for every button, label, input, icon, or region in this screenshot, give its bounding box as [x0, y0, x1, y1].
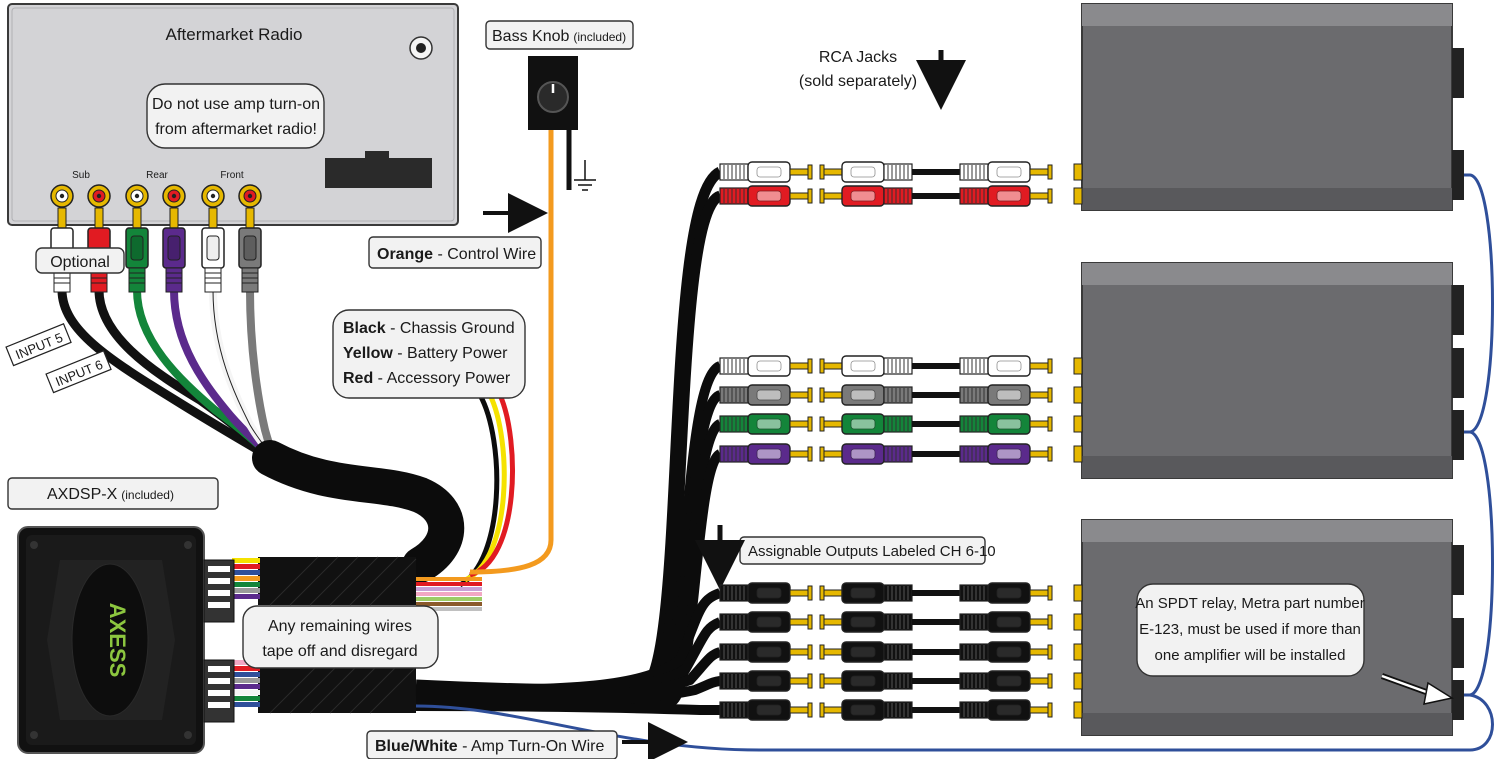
turn-on-callout: Blue/White - Amp Turn-On Wire [366, 730, 618, 759]
rca-cable-row [719, 611, 1083, 633]
rca-cable-row [719, 185, 1083, 207]
ground-icon [574, 160, 596, 191]
axdsp-device: AXDSP-X(included) AXESS [7, 477, 235, 754]
group-label-front: Front [220, 170, 244, 181]
remaining-line1: Any remaining wires [268, 618, 412, 635]
remaining-wires-callout: Any remaining wires tape off and disrega… [242, 605, 439, 669]
power-red-label: Red - Accessory Power [343, 370, 511, 387]
remaining-line2: tape off and disregard [262, 643, 417, 660]
rca-cable-row [719, 355, 1083, 377]
assignable-callout: Assignable Outputs Labeled CH 6-10 [695, 525, 996, 590]
rca-jacks-line1: RCA Jacks [819, 49, 897, 66]
rca-jacks-label: RCA Jacks (sold separately) [799, 49, 966, 110]
relay-callout: An SPDT relay, Metra part number E-123, … [1135, 583, 1365, 677]
input5-tag: INPUT 5 [5, 323, 72, 367]
main-harness [232, 130, 724, 715]
amplifier-2 [1081, 262, 1464, 479]
relay-line1: An SPDT relay, Metra part number [1135, 595, 1365, 612]
optional-tag: Optional [35, 247, 125, 274]
radio-connector-icon [325, 158, 432, 188]
input-rca-cables [50, 207, 279, 464]
radio-rca-jacks [50, 184, 262, 208]
radio-warning-line2: from aftermarket radio! [155, 121, 317, 138]
rca-cable-row [719, 670, 1083, 692]
bass-knob-label: Bass Knob(included) [492, 28, 626, 45]
rca-cable-row [719, 582, 1083, 604]
rca-cable-row [719, 443, 1083, 465]
upper-harness-wires [232, 558, 482, 611]
orange-wire-label: Orange - Control Wire [377, 246, 536, 263]
orange-wire-callout: Orange - Control Wire [368, 236, 542, 269]
assignable-label: Assignable Outputs Labeled CH 6-10 [748, 543, 996, 560]
rca-cable-row [719, 413, 1083, 435]
power-yellow-label: Yellow - Battery Power [343, 345, 508, 362]
rca-connector-rows [719, 161, 1083, 721]
group-label-rear: Rear [146, 170, 168, 181]
radio-warning-line1: Do not use amp turn-on [152, 96, 320, 113]
relay-line3: one amplifier will be installed [1155, 647, 1346, 664]
amplifier-1 [1081, 3, 1464, 211]
axess-logo: AXESS [105, 603, 130, 678]
input6-tag: INPUT 6 [45, 350, 112, 394]
rca-cable-row [719, 161, 1083, 183]
rca-cable-row [719, 384, 1083, 406]
radio-title: Aftermarket Radio [166, 25, 303, 44]
axdsp-label: AXDSP-X(included) [47, 486, 174, 503]
rca-jacks-line2: (sold separately) [799, 73, 917, 90]
rca-cable-row [719, 641, 1083, 663]
radio-warning-callout: Do not use amp turn-on from aftermarket … [146, 83, 325, 149]
relay-arrow-icon [1423, 681, 1454, 705]
group-label-sub: Sub [72, 170, 90, 181]
bass-knob: Bass Knob(included) [485, 20, 634, 191]
power-wires-callout: Black - Chassis Ground Yellow - Battery … [332, 309, 526, 399]
rca-cable-row [719, 699, 1083, 721]
power-black-label: Black - Chassis Ground [343, 320, 515, 337]
turn-on-label: Blue/White - Amp Turn-On Wire [375, 738, 604, 755]
optional-label: Optional [50, 254, 110, 271]
blue-turn-on-wire [415, 173, 1494, 752]
relay-line2: E-123, must be used if more than [1139, 621, 1361, 638]
aftermarket-radio: Aftermarket Radio Do not use amp turn-on… [7, 3, 459, 226]
